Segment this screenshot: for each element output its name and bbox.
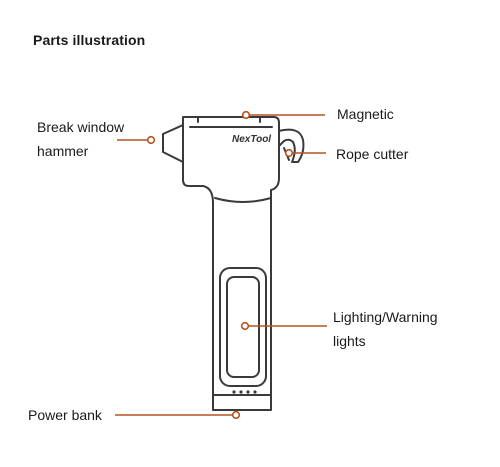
diagram-title: Parts illustration — [33, 32, 146, 48]
marker-lighting — [240, 321, 250, 331]
leader-markers — [146, 110, 294, 420]
label-break-window-hammer: Break window hammer — [37, 119, 125, 159]
brand-logo: NexTool — [232, 134, 271, 145]
label-rope-cutter: Rope cutter — [336, 146, 409, 162]
label-power-bank: Power bank — [28, 407, 102, 423]
tool-outline — [182, 116, 280, 411]
power-dot — [253, 390, 257, 394]
label-magnetic: Magnetic — [337, 106, 394, 122]
rope-cutter-hook — [278, 128, 305, 163]
light-window-inner — [226, 276, 260, 378]
marker-power-bank — [231, 410, 241, 420]
marker-break-window — [146, 135, 156, 145]
leader-lines — [115, 114, 327, 416]
power-indicator-dots — [232, 390, 257, 394]
collar — [214, 197, 272, 203]
head-top-rim — [197, 116, 261, 123]
marker-magnetic — [241, 110, 251, 120]
hammer-tip — [162, 124, 184, 163]
label-lighting-warning-lights: Lighting/Warning lights — [333, 309, 438, 349]
light-window-outer — [219, 267, 267, 387]
tool-illustration — [162, 116, 305, 411]
marker-rope-cutter — [284, 148, 294, 158]
power-dot — [239, 390, 243, 394]
power-dot — [246, 390, 250, 394]
power-dot — [232, 390, 236, 394]
